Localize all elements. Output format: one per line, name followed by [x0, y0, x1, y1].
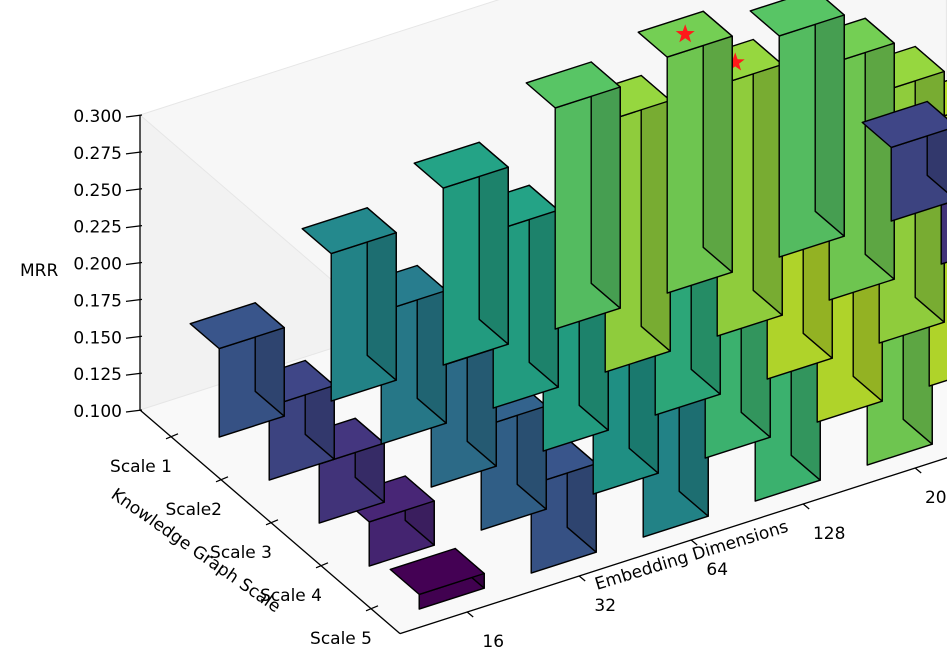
- bar: [861, 100, 947, 222]
- z-tick-mark: [125, 261, 143, 266]
- axis-ticks: 0.100 0.125 0.150 0.175 0.200 0.225 0.250 0.275…: [73, 107, 947, 650]
- z-tick-label: 0.250: [73, 181, 122, 201]
- bar-side-face: [590, 61, 621, 309]
- z-tick-mark: [125, 372, 143, 376]
- best-result-star: [675, 24, 695, 43]
- x-tick-mark: [466, 611, 474, 618]
- x-tick-mark: [578, 575, 586, 582]
- bar-top-face: [861, 100, 947, 149]
- bar: [239, 359, 335, 481]
- bar: [339, 475, 435, 567]
- z-tick-label: 0.200: [73, 255, 122, 275]
- bar-side-face: [640, 74, 671, 352]
- y-tick-mark: [215, 476, 229, 483]
- z-tick-mark: [125, 114, 143, 118]
- bar: [189, 302, 285, 438]
- bar-top-face: [525, 61, 621, 109]
- z-tick-label: 0.275: [73, 144, 122, 164]
- z-tick-mark: [125, 188, 143, 192]
- bar: [525, 61, 621, 330]
- bar: [637, 10, 733, 294]
- z-axis-label: MRR: [20, 261, 58, 281]
- best-result-star: [725, 52, 745, 71]
- z-tick-mark: [125, 151, 143, 155]
- z-tick-label: 0.300: [73, 107, 122, 127]
- bar-top-face: [389, 547, 485, 596]
- y-tick-mark: [165, 433, 179, 440]
- bar-top-face: [301, 207, 397, 255]
- bar: [749, 0, 845, 258]
- z-tick-label: 0.225: [73, 218, 122, 238]
- z-tick-label: 0.175: [73, 291, 122, 311]
- y-tick-mark: [365, 605, 379, 612]
- bar-top-face: [749, 0, 845, 37]
- z-tick-mark: [125, 224, 143, 229]
- x-tick-label: 128: [813, 524, 845, 544]
- z-tick-label: 0.125: [73, 365, 122, 385]
- z-tick-label: 0.100: [73, 402, 122, 422]
- bar: [413, 141, 509, 366]
- z-tick-label: 0.150: [73, 328, 122, 348]
- x-tick-mark: [802, 503, 810, 510]
- x-tick-label: 200: [925, 488, 947, 508]
- y-tick-label: Scale 5: [310, 629, 372, 649]
- x-tick-mark: [914, 467, 922, 474]
- bar-top-face: [189, 302, 285, 350]
- y-tick-label: Scale 3: [210, 543, 272, 563]
- y-tick-mark: [265, 519, 279, 526]
- y-axis-line: [139, 409, 401, 635]
- bar: [575, 74, 671, 373]
- bar-group: [189, 0, 947, 610]
- bar: [301, 207, 397, 402]
- bar-top-face: [413, 141, 509, 189]
- z-tick-mark: [125, 409, 143, 413]
- x-tick-label: 16: [482, 632, 504, 650]
- y-tick-label: Scale2: [165, 500, 222, 520]
- x-tick-label: 64: [706, 560, 728, 580]
- bar-side-face: [814, 0, 845, 237]
- z-tick-mark: [125, 335, 143, 339]
- bar-front-face: [940, 202, 947, 265]
- z-tick-mark: [125, 298, 143, 303]
- bar-side-face: [702, 10, 733, 273]
- x-tick-label: 32: [594, 596, 616, 616]
- bar-side-face: [752, 38, 783, 316]
- y-tick-mark: [315, 562, 329, 569]
- bar-side-face: [864, 17, 895, 280]
- y-tick-label: Scale 4: [260, 586, 322, 606]
- bar: [389, 547, 485, 610]
- x-tick-mark: [690, 539, 698, 546]
- y-tick-label: Scale 1: [110, 457, 172, 477]
